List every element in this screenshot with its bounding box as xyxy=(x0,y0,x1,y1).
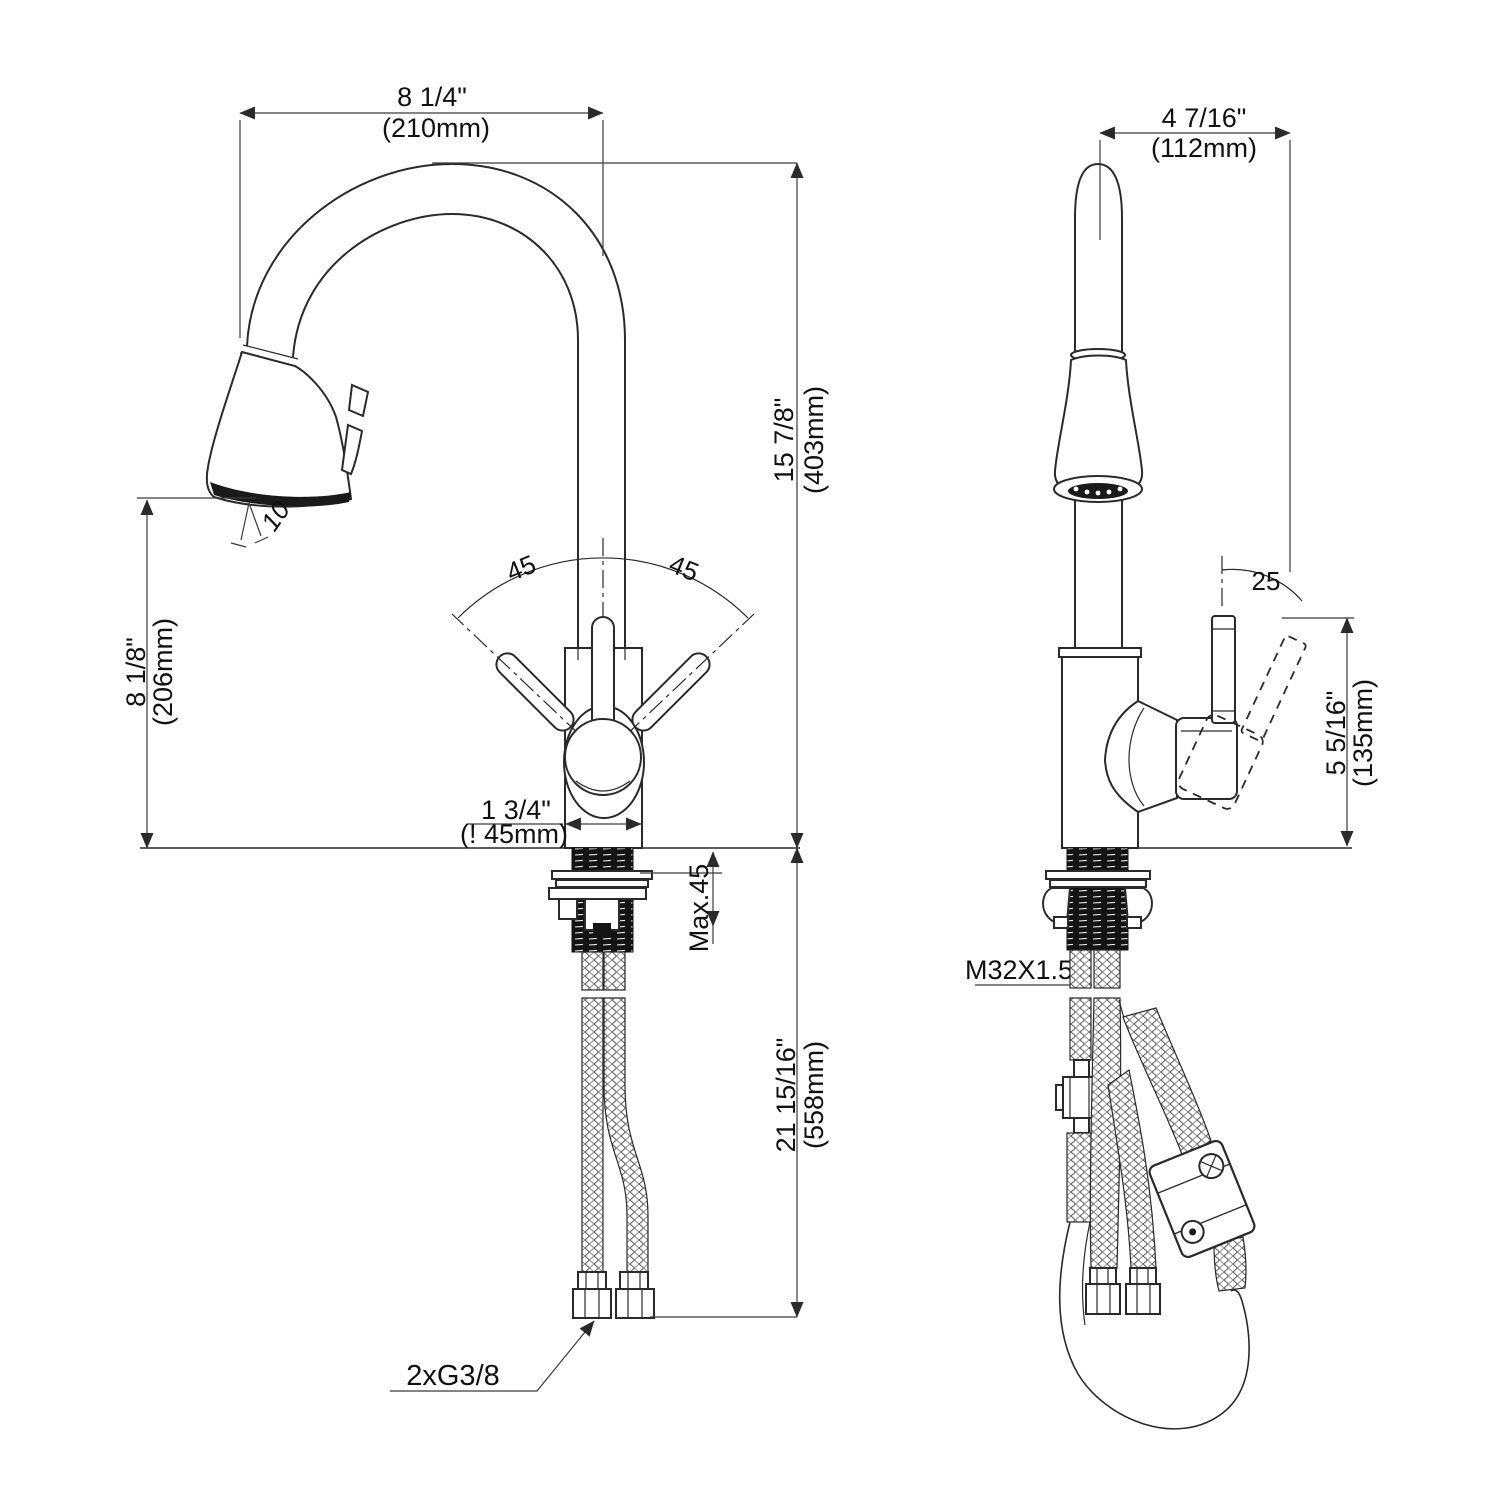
mounting-shank-front xyxy=(548,847,653,953)
hose-length-in: 21 15/16" xyxy=(771,1038,801,1153)
dim-handle-height: 5 5/16" (135mm) xyxy=(1282,617,1378,847)
side-view: 25 M32X1.5 xyxy=(965,103,1378,1430)
dim-depth: 4 7/16" (112mm) xyxy=(1099,103,1291,572)
spray-head xyxy=(205,350,370,508)
spray-hose-diagonal xyxy=(1122,1007,1212,1158)
dim-spout-reach: 8 1/4" (210mm) xyxy=(239,82,604,338)
handle-tilt-label: 25 xyxy=(1252,566,1281,596)
spray-nozzle-face xyxy=(210,482,351,507)
dim-base-width: 1 3/4" (! 45mm) xyxy=(460,795,642,849)
depth-in: 4 7/16" xyxy=(1162,103,1247,133)
shank-thread-callout: M32X1.5 xyxy=(965,955,1092,986)
hose-fitting-right xyxy=(615,1271,655,1319)
handle-ghost-tilted xyxy=(1177,635,1307,810)
supply-connection-callout: 2xG3/8 xyxy=(390,1320,595,1392)
dim-overall-height: 15 7/8" (403mm) xyxy=(432,162,829,849)
spout-clearance-in: 8 1/8" xyxy=(121,637,151,707)
hoses-side xyxy=(1055,949,1250,1430)
handle-lever xyxy=(564,616,642,796)
dim-spout-clearance: 8 1/8" (206mm) xyxy=(121,497,256,849)
handle-height-in: 5 5/16" xyxy=(1321,691,1351,776)
spout-reach-in: 8 1/4" xyxy=(397,82,467,112)
hose-fitting-side-2 xyxy=(1125,1267,1161,1315)
handle-tilt-annotation: 25 xyxy=(1221,566,1303,602)
dim-hose-length: 21 15/16" (558mm) xyxy=(650,847,829,1318)
overall-height-in: 15 7/8" xyxy=(769,398,799,483)
handle-ball xyxy=(564,718,642,796)
spout-clearance-mm: (206mm) xyxy=(148,618,178,726)
quick-connector xyxy=(1055,1059,1097,1134)
mounting-shank-side xyxy=(1042,847,1153,951)
shank-thread-label: M32X1.5 xyxy=(965,955,1073,985)
depth-mm: (112mm) xyxy=(1151,133,1257,163)
spout-reach-mm: (210mm) xyxy=(382,113,490,143)
handle-height-mm: (135mm) xyxy=(1348,679,1378,787)
spray-hose-loop xyxy=(1058,1221,1250,1430)
overall-height-mm: (403mm) xyxy=(799,386,829,494)
base-width-in: 1 3/4" xyxy=(481,795,551,825)
hose-open-end xyxy=(1066,1132,1093,1223)
front-view: 10 45 45 xyxy=(121,82,829,1392)
supply-hoses-front xyxy=(572,951,655,1319)
threaded-shank-side xyxy=(1066,847,1129,951)
dim-max-thickness: Max.45 xyxy=(640,851,722,953)
max-thickness-label: Max.45 xyxy=(684,864,714,953)
shank-nut-detail xyxy=(593,923,611,934)
hose-weight xyxy=(1148,1139,1256,1259)
hose-length-mm: (558mm) xyxy=(799,1041,829,1149)
handle-side xyxy=(1103,556,1307,814)
spray-head-side xyxy=(1053,354,1144,648)
spray-hose-stub xyxy=(1213,1236,1247,1292)
base-width-mm: (! 45mm) xyxy=(460,819,568,849)
supply-connection-label: 2xG3/8 xyxy=(406,1360,500,1392)
hose-fitting-side-1 xyxy=(1085,1267,1121,1315)
hose-fitting-left xyxy=(572,1271,612,1319)
